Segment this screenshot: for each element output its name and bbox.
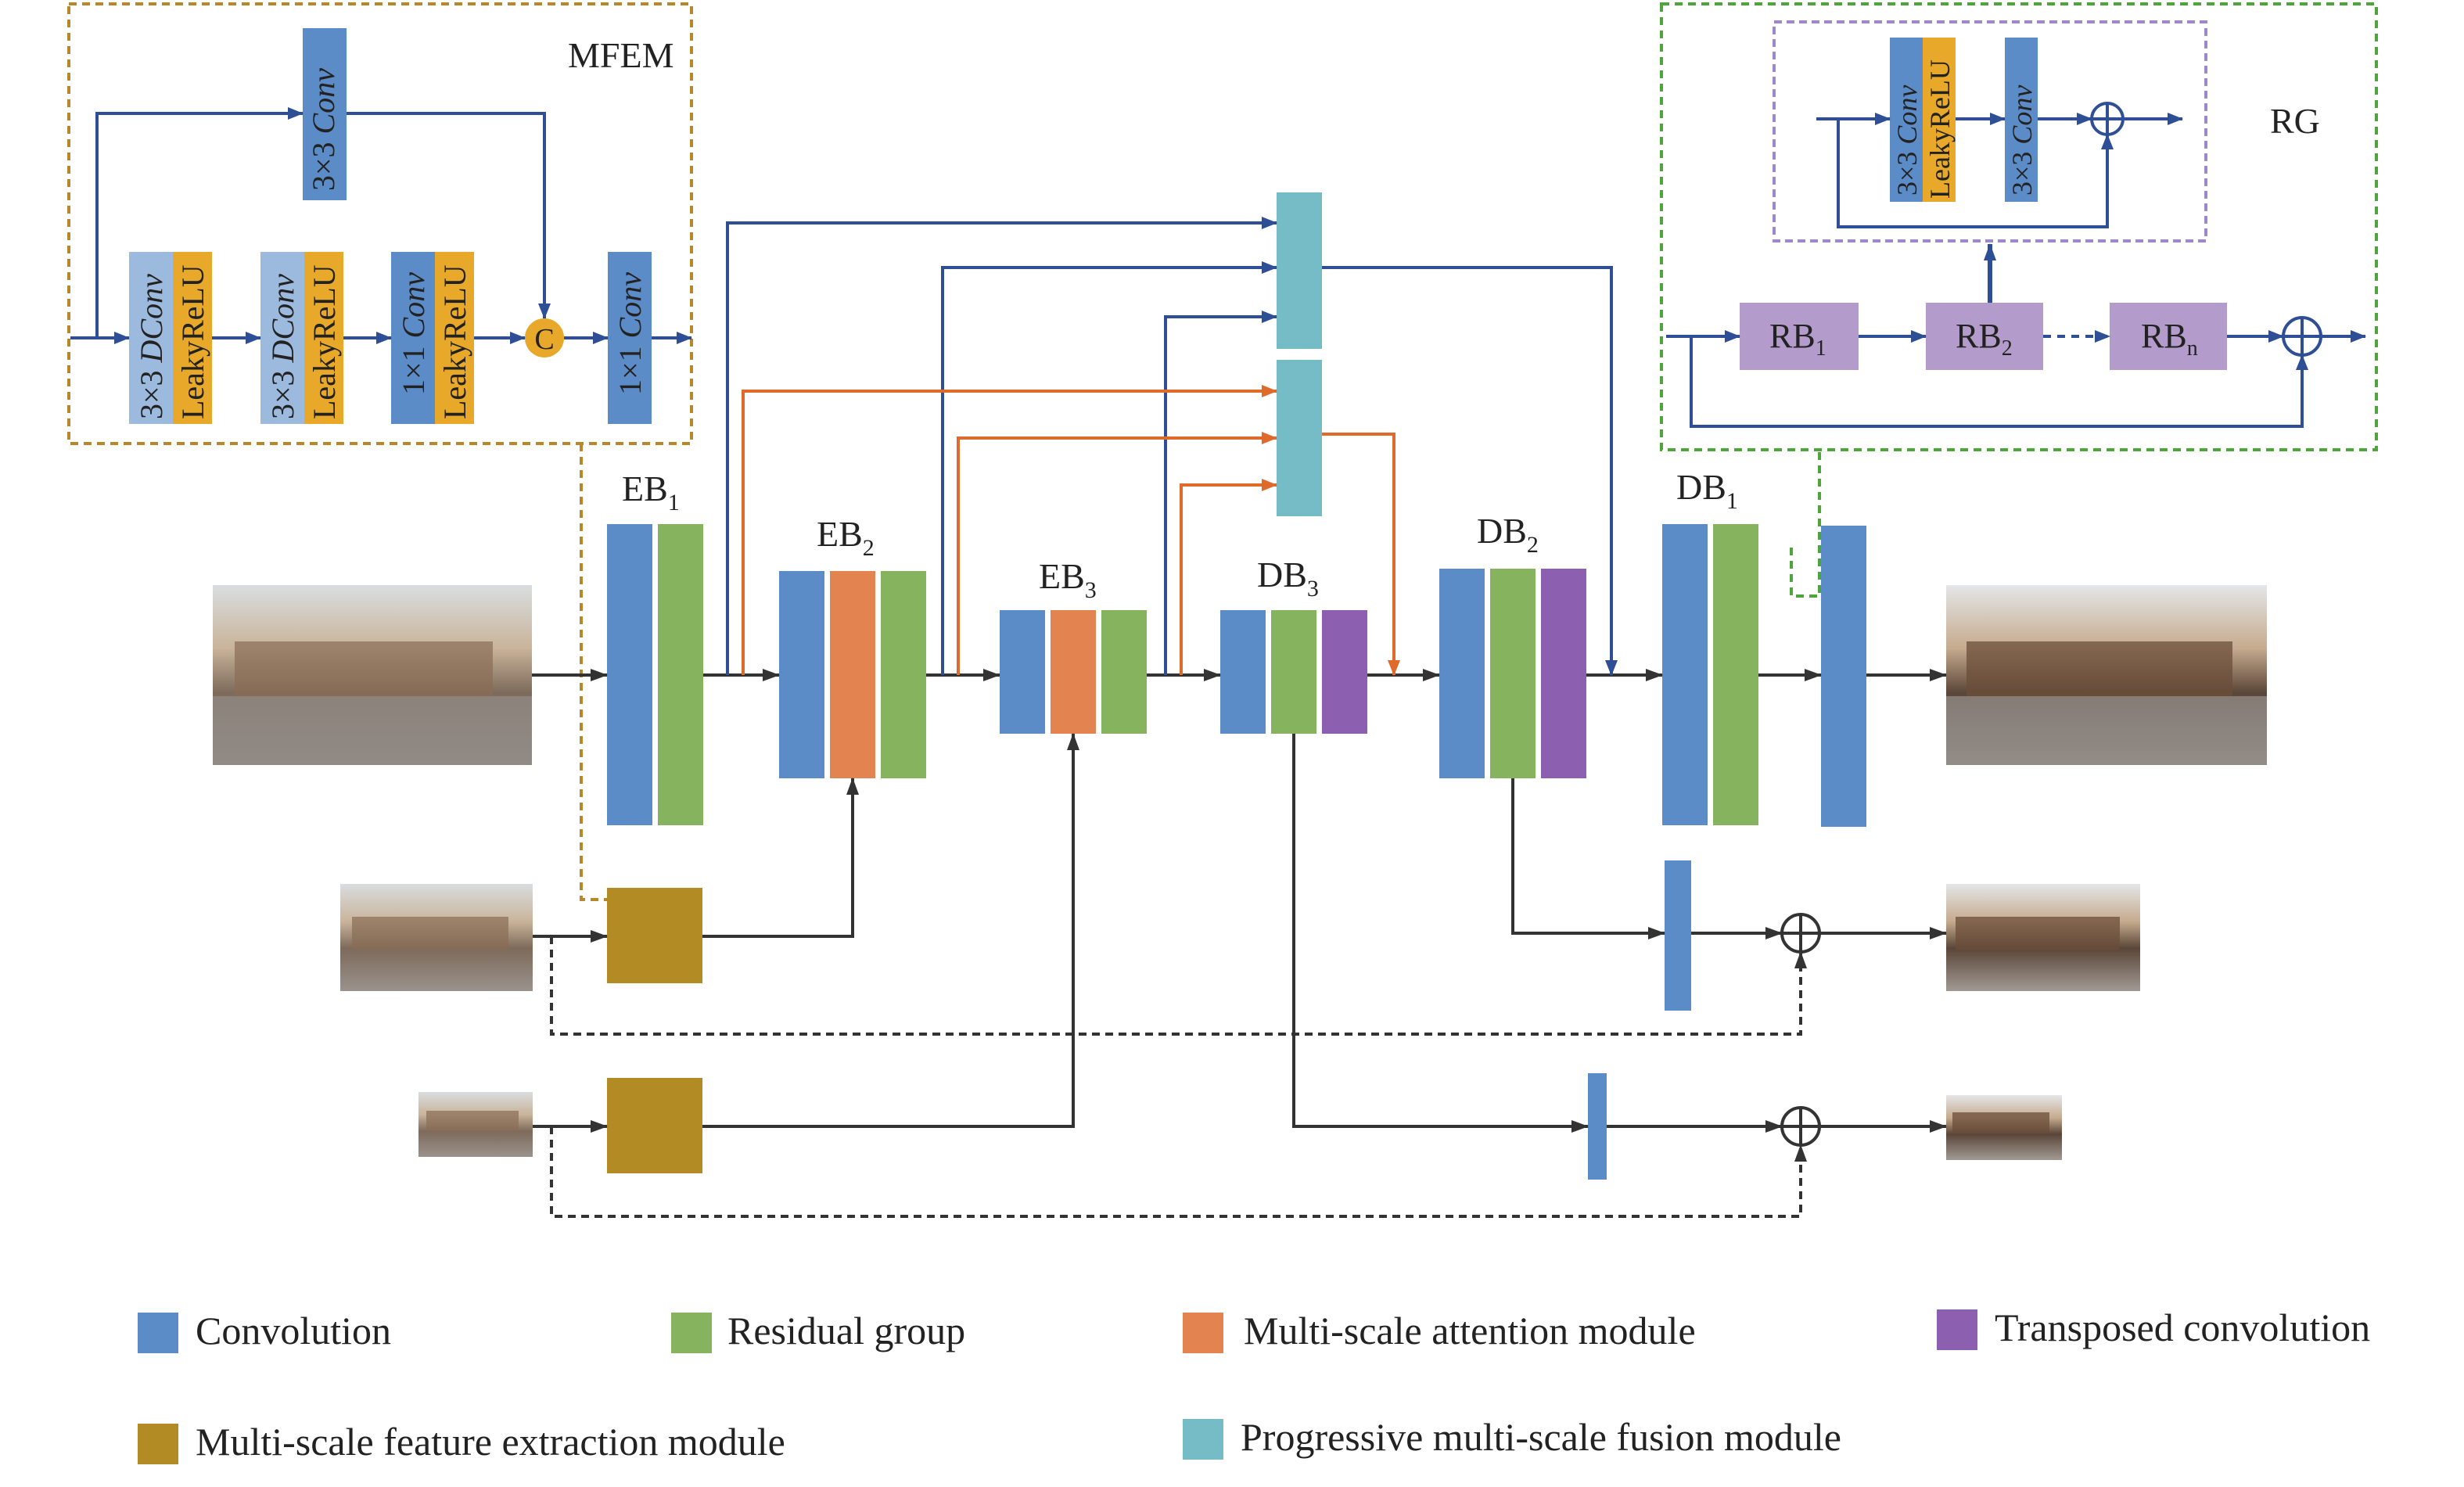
output-image-full xyxy=(1946,585,2267,765)
eb1-residual-block xyxy=(658,524,703,825)
mfem-dconv2-block xyxy=(260,252,304,424)
rg-connector xyxy=(1790,450,1821,598)
eb1-label: EB1 xyxy=(622,469,680,515)
legend-swatch-transposed xyxy=(1937,1309,1977,1350)
mfem-conv1x1-label: 1×1 Conv xyxy=(396,272,431,395)
mfem-leaky2-label: LeakyReLU xyxy=(307,264,342,419)
db3-label: DB3 xyxy=(1257,555,1319,602)
legend: Convolution Residual group Multi-scale a… xyxy=(138,1306,2370,1464)
legend-label-mfem: Multi-scale feature extraction module xyxy=(196,1420,785,1464)
rb-leaky-block xyxy=(1923,38,1956,202)
db3-residual-block xyxy=(1271,610,1316,734)
legend-label-fusion: Progressive multi-scale fusion module xyxy=(1241,1415,1841,1459)
final-conv-block xyxy=(1821,526,1866,827)
rb2-label: RB2 xyxy=(1956,317,2013,361)
legend-swatch-conv xyxy=(138,1313,178,1353)
rb-conv1-label: 3×3 Conv xyxy=(1891,85,1923,196)
legend-swatch-residual xyxy=(671,1313,712,1353)
mfem-inset: MFEM 3×3 Conv 3×3 DConv LeakyReLU 3×3 DC… xyxy=(67,2,693,445)
eb3-attention-block xyxy=(1051,610,1096,734)
input-image-quarter xyxy=(418,1092,533,1157)
rg-inset: RG 3×3 Conv LeakyReLU 3×3 Conv RB1 RB2 R… xyxy=(1660,2,2378,451)
mfem-leaky3-label: LeakyReLU xyxy=(437,264,472,419)
db3-conv-block xyxy=(1220,610,1266,734)
eb2-attention-block xyxy=(830,571,875,778)
mfem-dconv1-block xyxy=(129,252,173,424)
mfem-leaky1-block xyxy=(173,252,212,424)
mfem-title: MFEM xyxy=(568,35,673,75)
legend-swatch-mfem xyxy=(138,1424,178,1464)
output-image-quarter xyxy=(1946,1095,2062,1160)
rb1-label: RB1 xyxy=(1769,317,1826,361)
db1-label: DB1 xyxy=(1676,467,1738,514)
mfem-conv1x1-block xyxy=(391,252,435,424)
rb-leaky-label: LeakyReLU xyxy=(1924,59,1956,199)
dashed-skip-arrows xyxy=(550,936,1807,1218)
mfem-out-conv-label: 1×1 Conv xyxy=(612,272,648,395)
mfem-border xyxy=(67,2,693,445)
mfem-top-conv-block xyxy=(303,28,347,200)
fusion-block-bottom xyxy=(1277,360,1322,516)
legend-label-conv: Convolution xyxy=(196,1309,391,1352)
eb2-conv-block xyxy=(779,571,824,778)
quarter-scale-conv-block xyxy=(1588,1073,1607,1180)
eb1-conv-block xyxy=(607,524,652,825)
db2-transposed-block xyxy=(1541,569,1586,778)
half-scale-conv-block xyxy=(1665,860,1691,1011)
mfem-leaky2-block xyxy=(304,252,343,424)
mfem-block-half xyxy=(607,888,702,983)
db2-residual-block xyxy=(1490,569,1536,778)
legend-swatch-fusion xyxy=(1183,1419,1223,1460)
mfem-connector xyxy=(580,444,607,901)
mfem-block-quarter xyxy=(607,1078,702,1173)
concat-label: C xyxy=(534,323,554,356)
rb2-block xyxy=(1926,303,2043,370)
eb2-label: EB2 xyxy=(817,514,875,561)
rg-border xyxy=(1660,2,2378,451)
rb-inner-border xyxy=(1773,20,2207,242)
db3-transposed-block xyxy=(1322,610,1367,734)
main-flow-arrows xyxy=(532,669,1947,1133)
rb-conv1-block xyxy=(1890,38,1923,202)
eb3-conv-block xyxy=(1000,610,1045,734)
mfem-top-conv-label: 3×3 Conv xyxy=(306,68,341,191)
input-image-half xyxy=(340,884,533,991)
mfem-dconv2-label: 3×3 DConv xyxy=(265,274,300,419)
db2-label: DB2 xyxy=(1477,511,1539,558)
rb1-block xyxy=(1740,303,1859,370)
db1-residual-block xyxy=(1713,524,1758,825)
legend-swatch-attention xyxy=(1183,1313,1223,1353)
eb3-residual-block xyxy=(1101,610,1147,734)
rb-conv2-label: 3×3 Conv xyxy=(2006,85,2038,196)
mfem-leaky1-label: LeakyReLU xyxy=(175,264,210,419)
concat-icon xyxy=(525,318,564,357)
db1-conv-block xyxy=(1662,524,1708,825)
rbn-label: RBn xyxy=(2141,317,2198,361)
fusion-orange-arrows xyxy=(742,385,1400,676)
mfem-out-conv-block xyxy=(608,252,652,424)
input-image-full xyxy=(213,585,532,765)
plus-icon xyxy=(1780,1106,1821,1147)
fusion-block-top xyxy=(1277,192,1322,349)
rg-title: RG xyxy=(2270,101,2320,141)
rbn-block xyxy=(2110,303,2227,370)
rb-conv2-block xyxy=(2005,38,2038,202)
output-image-half xyxy=(1946,884,2140,991)
eb3-label: EB3 xyxy=(1039,556,1097,603)
plus-icon xyxy=(1780,913,1821,954)
legend-label-transposed: Transposed convolution xyxy=(1995,1306,2370,1349)
mfem-leaky3-block xyxy=(435,252,474,424)
legend-label-residual: Residual group xyxy=(727,1309,965,1352)
fusion-blue-arrows xyxy=(726,217,1618,676)
db2-conv-block xyxy=(1439,569,1485,778)
eb2-residual-block xyxy=(881,571,926,778)
legend-label-attention: Multi-scale attention module xyxy=(1244,1309,1696,1352)
mfem-dconv1-label: 3×3 DConv xyxy=(134,274,169,419)
